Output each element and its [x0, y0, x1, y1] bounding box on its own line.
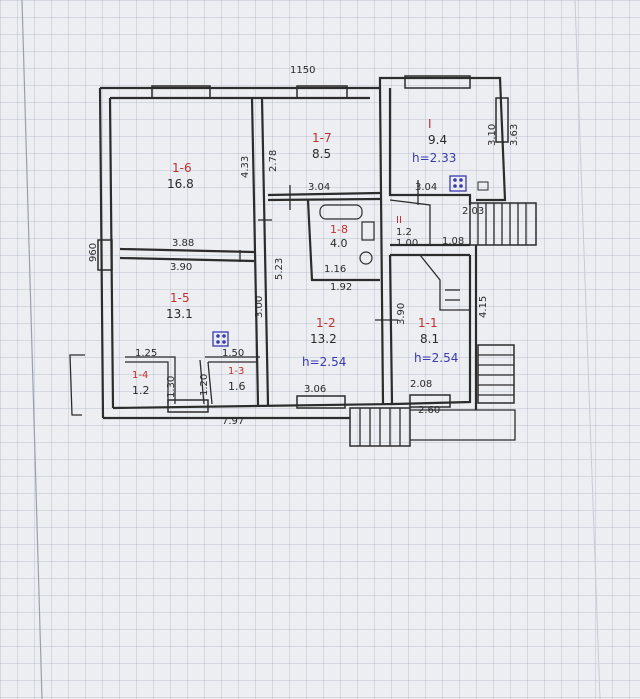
page-crease: [574, 0, 601, 699]
windows: [97, 75, 509, 413]
room-3-number: 1-3: [228, 366, 244, 377]
window: [296, 85, 348, 99]
dim-room2-left-b: 5.23: [274, 258, 285, 280]
room-5-number: 1-5: [170, 291, 190, 305]
stove-icon: [212, 331, 229, 347]
dim-room1-right: 3.90: [396, 303, 407, 325]
room-I-area: 9.4: [428, 133, 447, 147]
dim-bottom-left: 7.97: [222, 416, 244, 427]
room-8-number: 1-8: [330, 223, 348, 236]
window: [404, 75, 471, 89]
dim-room-II-a: 1.00: [396, 238, 418, 249]
room-7-number: 1-7: [312, 131, 332, 145]
toilet-icon: [359, 251, 373, 265]
dim-room-I-right-b: 3.63: [509, 124, 520, 146]
room-2-height: h=2.54: [302, 355, 346, 369]
window: [97, 239, 113, 271]
window: [296, 395, 346, 409]
dimension-labels: 1150 960 7.97 2.60 4.33 2.78 3.04 3.04 3…: [88, 65, 520, 427]
window: [409, 394, 451, 408]
bathtub-icon: [319, 204, 363, 220]
room-1-area: 8.1: [420, 332, 439, 346]
dim-room-I-right-a: 3.10: [487, 124, 498, 146]
room-5-area: 13.1: [166, 307, 193, 321]
dim-mid-lower: 3.90: [170, 262, 192, 273]
dim-room2-left: 3.00: [254, 296, 265, 318]
window: [167, 399, 209, 413]
room-II-area: 1.2: [396, 227, 412, 238]
interior-walls: [119, 97, 470, 406]
dim-room2-bottom: 3.06: [304, 384, 326, 395]
dim-bottom-right: 2.60: [418, 405, 440, 416]
room-2-area: 13.2: [310, 332, 337, 346]
room-1-number: 1-1: [418, 316, 438, 330]
room-I-number: I: [428, 117, 432, 131]
dim-stair-width: 2.03: [462, 206, 484, 217]
room-6-area: 16.8: [167, 177, 194, 191]
dim-room8-lower: 1.92: [330, 282, 352, 293]
stairs: [69, 202, 537, 447]
room-4-number: 1-4: [132, 370, 148, 381]
dim-room7-left: 2.78: [268, 150, 279, 172]
room-4-area: 1.2: [132, 384, 150, 397]
room-I-height: h=2.33: [412, 151, 456, 165]
boiler-icon: [477, 181, 489, 191]
doors: [239, 180, 419, 321]
room-labels: 1-6 16.8 1-7 8.5 I 9.4 h=2.33 1-8 4.0 II…: [132, 117, 458, 397]
dim-room1-top: 3.04: [415, 182, 437, 193]
dim-room3-height: 1.20: [199, 374, 210, 396]
dim-mid-upper: 3.88: [172, 238, 194, 249]
page-binding-line: [21, 0, 43, 699]
bathroom-fixtures: [319, 204, 375, 265]
window: [495, 97, 509, 143]
room-1-height: h=2.54: [414, 351, 458, 365]
room-3-area: 1.6: [228, 380, 246, 393]
dim-room1-bottom: 2.08: [410, 379, 432, 390]
dim-room4-width: 1.25: [135, 348, 157, 359]
dim-room3-width: 1.50: [222, 348, 244, 359]
room-II-number: II: [396, 215, 402, 226]
dim-room8-bottom: 1.16: [324, 264, 346, 275]
dim-room4-height: 1.30: [166, 376, 177, 398]
room-8-area: 4.0: [330, 237, 348, 250]
dim-room1-right-b: 4.15: [478, 296, 489, 318]
room-7-area: 8.5: [312, 147, 331, 161]
dim-top-width: 1150: [290, 65, 315, 76]
dim-room-II-b: 1.08: [442, 236, 464, 247]
dim-room6-right: 4.33: [240, 156, 251, 178]
room-6-number: 1-6: [172, 161, 192, 175]
sink-icon: [361, 221, 375, 241]
room-2-number: 1-2: [316, 316, 336, 330]
dim-left-height: 960: [88, 243, 99, 262]
dim-room7-bottom: 3.04: [308, 182, 330, 193]
stove-icon: [449, 175, 467, 192]
window: [151, 85, 211, 99]
